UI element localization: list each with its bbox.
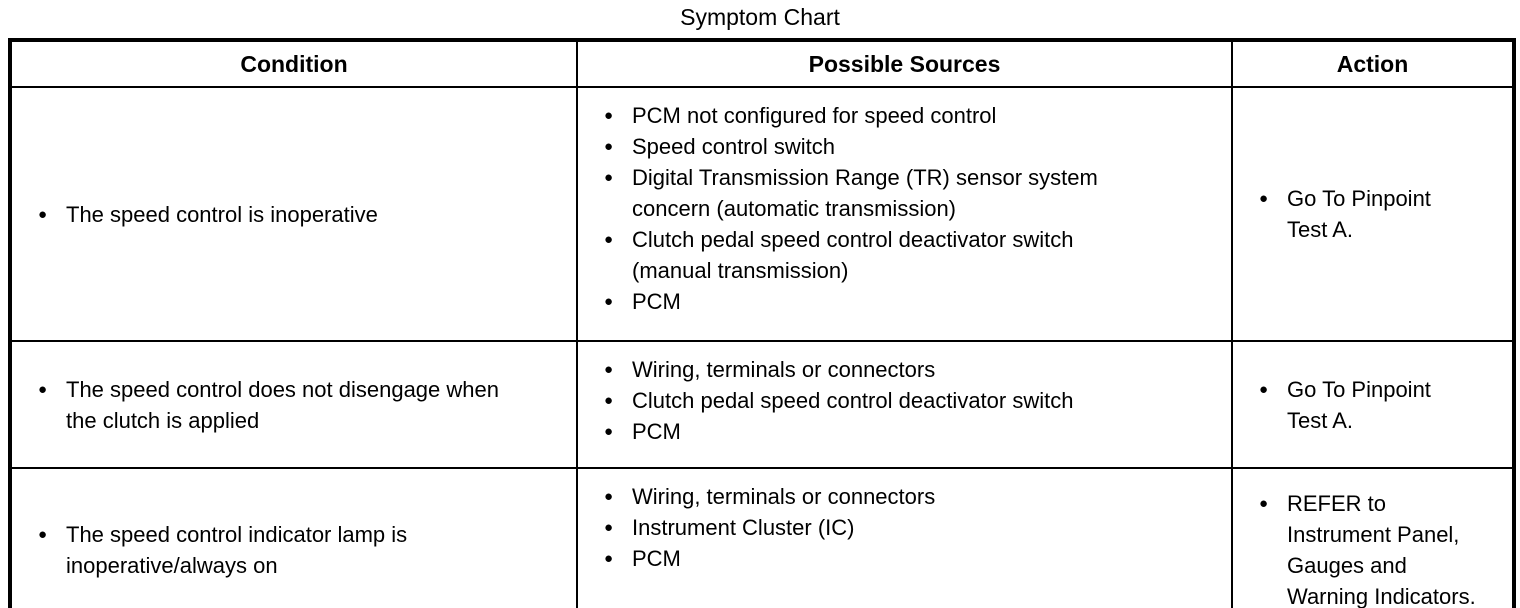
list-item-line: The speed control indicator lamp is [66, 522, 408, 547]
action-cell: ● Go To Pinpoint Test A. [1231, 340, 1515, 469]
page-title: Symptom Chart [680, 4, 840, 30]
list-item-line: Test A. [1287, 217, 1354, 242]
list-item-line: Test A. [1287, 407, 1354, 433]
list-item: ● Go To Pinpoint Test A. [1233, 374, 1512, 436]
list-item: ● PCM [578, 286, 1231, 317]
action-cell: ● REFER to Instrument Panel, Gauges and … [1231, 467, 1515, 608]
list-item-line: Digital Transmission Range (TR) sensor s… [632, 165, 1098, 190]
list-item-line: PCM [632, 546, 681, 571]
column-header-possible-sources: Possible Sources [576, 39, 1233, 88]
bullet-icon: ● [604, 293, 614, 310]
list-item-line: the clutch is applied [66, 407, 260, 433]
list-item: ● PCM [578, 416, 1231, 447]
list-item: ● PCM [578, 543, 1231, 574]
bullet-icon: ● [1259, 495, 1269, 512]
bullet-icon: ● [604, 361, 614, 378]
possible-sources-cell: ● PCM not configured for speed control ●… [576, 86, 1233, 342]
list-item-line: concern (automatic transmission) [632, 196, 957, 221]
bullet-icon: ● [604, 423, 614, 440]
list-item: ● Speed control switch [578, 131, 1231, 162]
list-item-line: Instrument Panel, [1287, 522, 1460, 547]
table-row: ● The speed control is inoperative ● PCM… [9, 86, 1515, 342]
list-item: ● The speed control does not disengage w… [12, 374, 576, 436]
bullet-icon: ● [604, 231, 614, 248]
possible-sources-cell: ● Wiring, terminals or connectors ● Clut… [576, 340, 1233, 469]
bullet-icon: ● [604, 107, 614, 124]
list-item: ● Wiring, terminals or connectors [578, 481, 1231, 512]
list-item-line: PCM [632, 289, 681, 314]
list-item: ● Clutch pedal speed control deactivator… [578, 224, 1231, 286]
column-header-condition: Condition [9, 39, 578, 88]
bullet-icon: ● [604, 392, 614, 409]
bullet-icon: ● [604, 169, 614, 186]
list-item-line: PCM [632, 419, 681, 444]
condition-cell: ● The speed control does not disengage w… [9, 340, 578, 469]
list-item-line: The speed control does not disengage whe… [66, 376, 499, 402]
symptom-chart-table: Condition Possible Sources Action ● The … [8, 38, 1516, 608]
column-header-action: Action [1231, 39, 1515, 88]
list-item: ● Clutch pedal speed control deactivator… [578, 385, 1231, 416]
condition-cell: ● The speed control is inoperative [9, 86, 578, 342]
bullet-icon: ● [38, 526, 48, 543]
list-item-line: Go To Pinpoint [1287, 186, 1431, 211]
list-item: ● REFER to Instrument Panel, Gauges and … [1233, 488, 1512, 608]
bullet-icon: ● [38, 380, 48, 398]
list-item-line: Wiring, terminals or connectors [632, 357, 936, 382]
bullet-icon: ● [604, 519, 614, 536]
possible-sources-cell: ● Wiring, terminals or connectors ● Inst… [576, 467, 1233, 608]
list-item-line: Go To Pinpoint [1287, 376, 1431, 402]
list-item-line: (manual transmission) [632, 258, 849, 283]
list-item-line: inoperative/always on [66, 553, 278, 578]
bullet-icon: ● [604, 550, 614, 567]
list-item-line: Warning Indicators. [1287, 584, 1476, 608]
list-item: ● The speed control indicator lamp is in… [12, 519, 576, 581]
list-item-line: Clutch pedal speed control deactivator s… [632, 227, 1074, 252]
action-cell: ● Go To Pinpoint Test A. [1231, 86, 1515, 342]
list-item: ● The speed control is inoperative [12, 199, 576, 230]
bullet-icon: ● [1259, 190, 1269, 207]
list-item-line: Clutch pedal speed control deactivator s… [632, 388, 1074, 413]
bullet-icon: ● [1259, 380, 1269, 398]
table-header-row: Condition Possible Sources Action [9, 39, 1515, 88]
bullet-icon: ● [38, 205, 48, 223]
list-item: ● Digital Transmission Range (TR) sensor… [578, 162, 1231, 224]
table-row: ● The speed control indicator lamp is in… [9, 467, 1515, 608]
bullet-icon: ● [604, 138, 614, 155]
bullet-icon: ● [604, 488, 614, 505]
list-item: ● Wiring, terminals or connectors [578, 354, 1231, 385]
list-item: ● PCM not configured for speed control [578, 100, 1231, 131]
list-item-line: PCM not configured for speed control [632, 103, 997, 128]
table-row: ● The speed control does not disengage w… [9, 340, 1515, 469]
list-item-line: Instrument Cluster (IC) [632, 515, 855, 540]
list-item: ● Instrument Cluster (IC) [578, 512, 1231, 543]
list-item-line: The speed control is inoperative [66, 201, 378, 227]
condition-cell: ● The speed control indicator lamp is in… [9, 467, 578, 608]
list-item-line: Wiring, terminals or connectors [632, 484, 936, 509]
list-item: ● Go To Pinpoint Test A. [1233, 183, 1512, 245]
list-item-line: Speed control switch [632, 134, 835, 159]
list-item-line: REFER to [1287, 491, 1387, 516]
list-item-line: Gauges and [1287, 553, 1407, 578]
